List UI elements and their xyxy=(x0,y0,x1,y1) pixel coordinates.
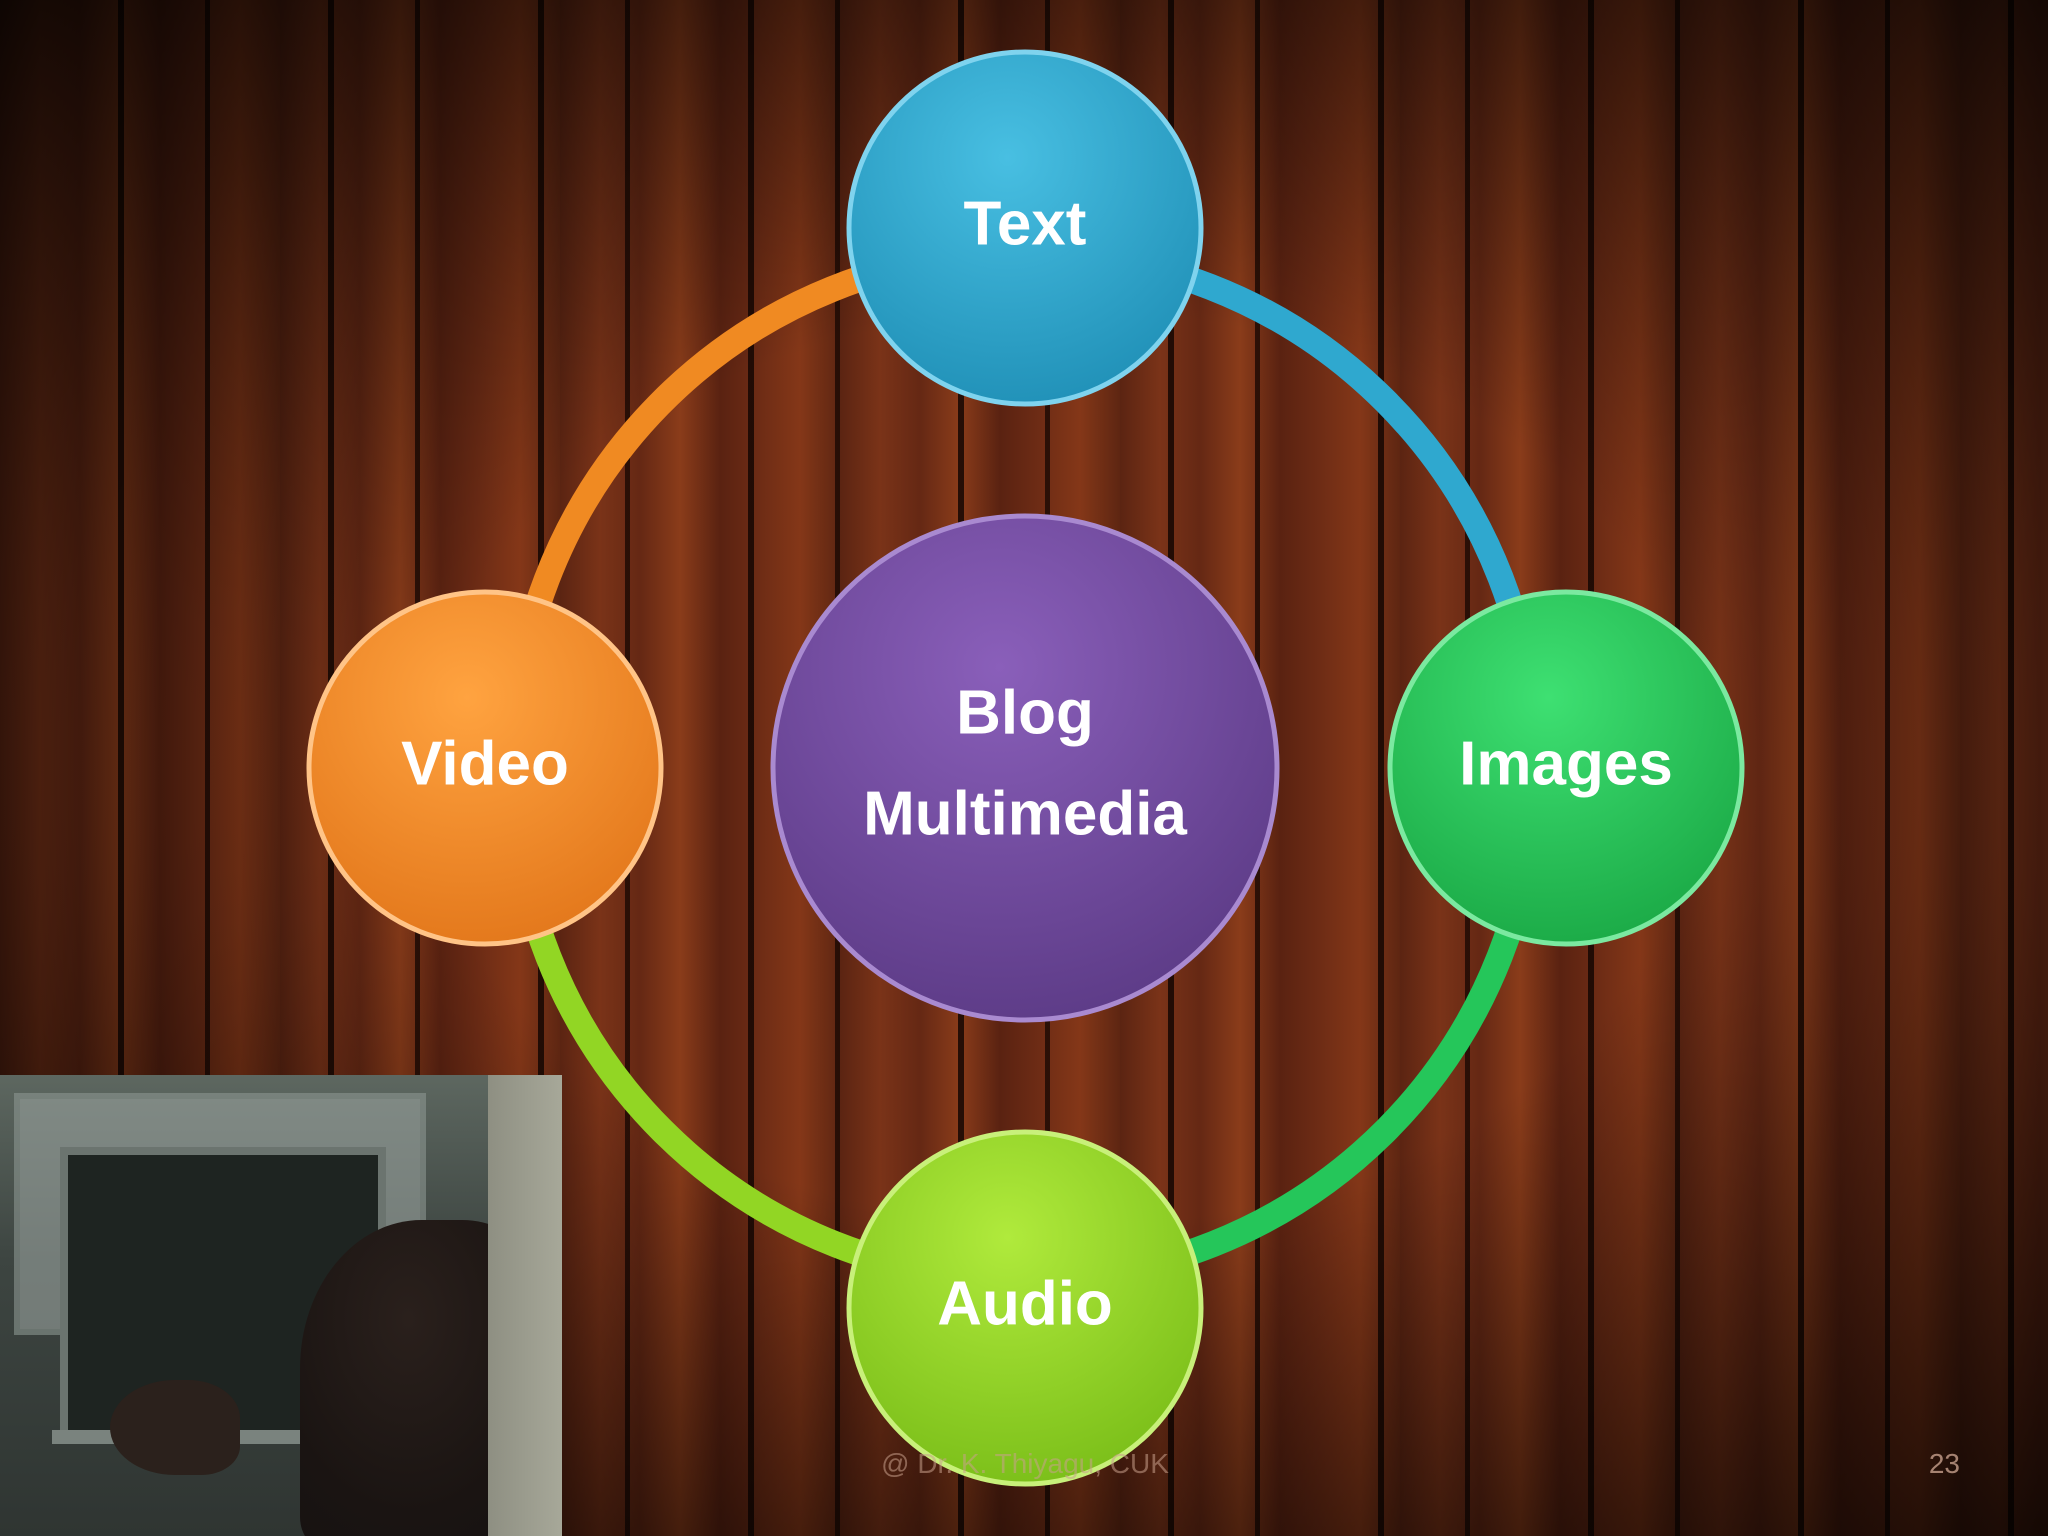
center-label-line2: Multimedia xyxy=(863,779,1187,848)
node-text: Text xyxy=(846,49,1204,407)
node-label-video: Video xyxy=(401,729,569,798)
center-node: Blog Multimedia xyxy=(770,513,1280,1023)
node-audio: Audio xyxy=(846,1129,1204,1487)
footer-credit: @ Dr. K. Thiyagu, CUK xyxy=(881,1448,1169,1479)
webcam-hand xyxy=(110,1380,240,1475)
node-label-audio: Audio xyxy=(937,1269,1113,1338)
node-label-text: Text xyxy=(964,189,1087,258)
node-video: Video xyxy=(306,589,664,947)
webcam-inset xyxy=(0,1075,562,1536)
node-images: Images xyxy=(1387,589,1745,947)
center-label-line1: Blog xyxy=(956,678,1094,747)
node-label-images: Images xyxy=(1459,729,1673,798)
webcam-door xyxy=(488,1075,562,1536)
slide-page-number: 23 xyxy=(1928,1448,1960,1479)
